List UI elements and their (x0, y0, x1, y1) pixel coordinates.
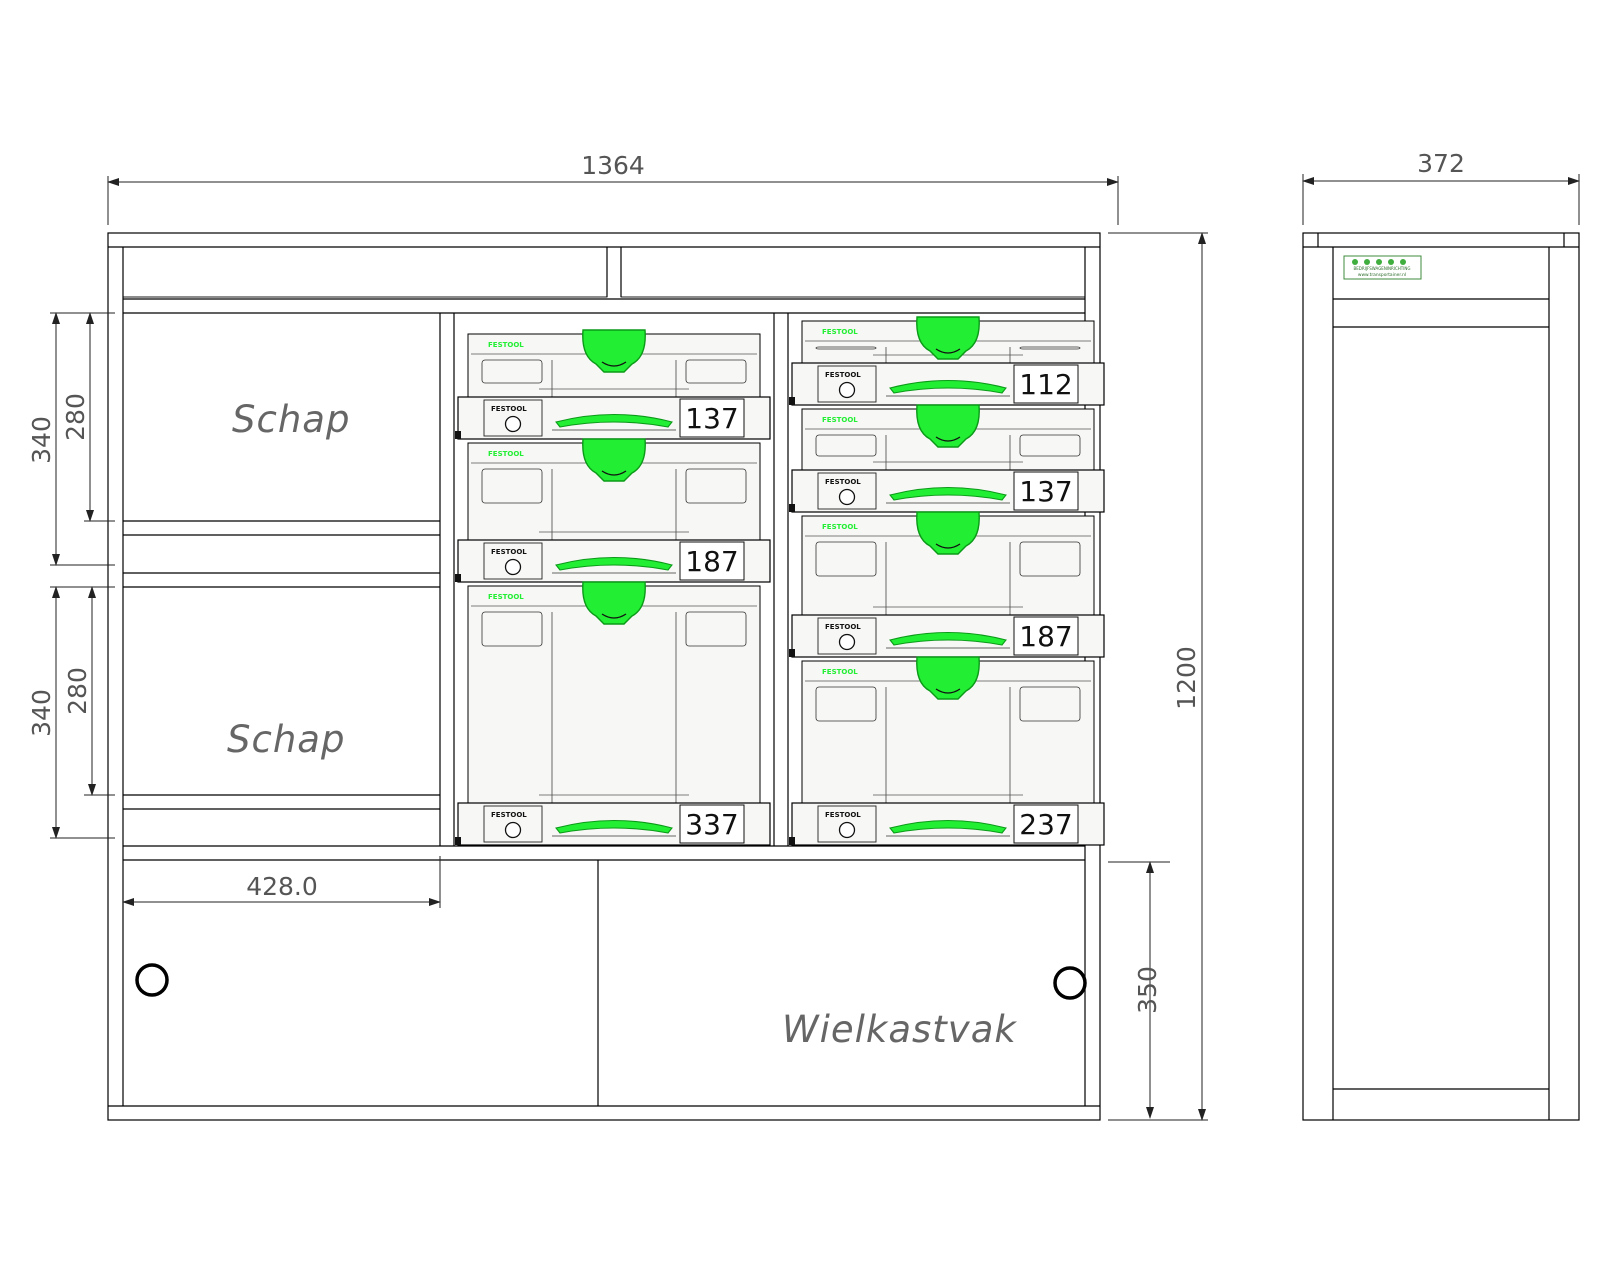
systainer-size-label: 237 (1019, 808, 1072, 841)
systainer-front-handle[interactable] (889, 380, 1007, 394)
systainer-top-handle[interactable] (916, 656, 980, 700)
side-outline (1302, 232, 1580, 1121)
systainer-front-handle[interactable] (555, 414, 673, 428)
front-dimensions: 1364 1200 340 280 340 280 428.0 350 (27, 151, 1208, 1121)
systainer-case: FESTOOL FESTOOL 237 (789, 656, 1105, 846)
systainer-latch-brand: FESTOOL (825, 371, 861, 379)
systainer-top-brand: FESTOOL (822, 523, 858, 531)
dim-shelf1-inner: 280 (61, 393, 90, 441)
dim-shelf2-outer: 340 (27, 689, 56, 737)
shelf-2-label: Schap (227, 718, 345, 761)
systainer-top-handle[interactable] (916, 404, 980, 448)
systainer-size-label: 137 (1019, 475, 1072, 508)
systainer-lock-icon[interactable] (838, 821, 856, 839)
systainer-latch-brand: FESTOOL (491, 405, 527, 413)
front-view: Schap Schap Wielkastvak FESTOOL FESTOOL 13… (107, 232, 1105, 1121)
top-panel-right (620, 246, 1086, 298)
systainer-front-handle[interactable] (555, 557, 673, 571)
systainer-latch-brand: FESTOOL (825, 811, 861, 819)
systainer-top-brand: FESTOOL (822, 668, 858, 676)
systainer-case: FESTOOL FESTOOL 187 (789, 511, 1105, 658)
systainer-front-handle[interactable] (889, 487, 1007, 501)
systainer-top-handle[interactable] (582, 329, 646, 373)
systainer-size-label: 137 (685, 402, 738, 435)
dim-shelf-width: 428.0 (246, 872, 318, 901)
dim-depth: 372 (1417, 149, 1465, 178)
systainer-latch-brand: FESTOOL (825, 478, 861, 486)
shelf-1-label: Schap (232, 398, 350, 441)
side-view: BEDRIJFSWAGENINRICHTING www.transportain… (1302, 149, 1580, 1121)
systainer-top-brand: FESTOOL (488, 341, 524, 349)
dim-total-width: 1364 (581, 151, 645, 180)
systainer-lock-icon[interactable] (504, 821, 522, 839)
systainer-lock-icon[interactable] (504, 558, 522, 576)
systainer-top-brand: FESTOOL (488, 450, 524, 458)
systainer-case: FESTOOL FESTOOL 187 (455, 438, 771, 583)
systainer-front-handle[interactable] (555, 820, 673, 834)
wheel-hole-left (135, 963, 169, 997)
systainer-top-brand: FESTOOL (822, 416, 858, 424)
systainer-top-handle[interactable] (582, 581, 646, 625)
dim-total-height: 1200 (1172, 646, 1201, 710)
systainer-front-handle[interactable] (889, 632, 1007, 646)
systainer-case: FESTOOL FESTOOL 112 (789, 316, 1105, 406)
systainer-top-handle[interactable] (916, 511, 980, 555)
shelf-2-panel (122, 586, 441, 796)
logo-url: www.transportainer.nl (1358, 272, 1406, 278)
systainer-lock-icon[interactable] (504, 415, 522, 433)
dim-wheel-bay-height: 350 (1133, 966, 1162, 1014)
systainer-top-handle[interactable] (582, 438, 646, 482)
systainer-lock-icon[interactable] (838, 381, 856, 399)
top-panel-left (122, 246, 608, 298)
systainer-latch-brand: FESTOOL (491, 811, 527, 819)
side-panel (1332, 326, 1550, 1090)
systainer-case: FESTOOL FESTOOL 337 (455, 581, 771, 846)
transportainer-logo: BEDRIJFSWAGENINRICHTING www.transportain… (1343, 255, 1422, 280)
systainer-size-label: 187 (1019, 620, 1072, 653)
systainer-size-label: 112 (1019, 368, 1072, 401)
systainer-size-label: 337 (685, 808, 738, 841)
systainer-case: FESTOOL FESTOOL 137 (789, 404, 1105, 513)
wheel-bay-label: Wielkastvak (782, 1008, 1017, 1051)
wheel-hole-right (1053, 966, 1087, 1000)
systainer-lock-icon[interactable] (838, 488, 856, 506)
systainer-top-brand: FESTOOL (822, 328, 858, 336)
systainer-lock-icon[interactable] (838, 633, 856, 651)
systainer-size-label: 187 (685, 545, 738, 578)
logo-title: BEDRIJFSWAGENINRICHTING (1354, 266, 1411, 271)
systainer-latch-brand: FESTOOL (825, 623, 861, 631)
systainer-latch-brand: FESTOOL (491, 548, 527, 556)
cabinet-outline (107, 232, 1101, 1121)
systainer-top-brand: FESTOOL (488, 593, 524, 601)
dim-shelf2-inner: 280 (63, 667, 92, 715)
systainer-top-handle[interactable] (916, 316, 980, 360)
systainer-case: FESTOOL FESTOOL 137 (455, 329, 771, 440)
systainer-front-handle[interactable] (889, 820, 1007, 834)
dim-shelf1-outer: 340 (27, 416, 56, 464)
